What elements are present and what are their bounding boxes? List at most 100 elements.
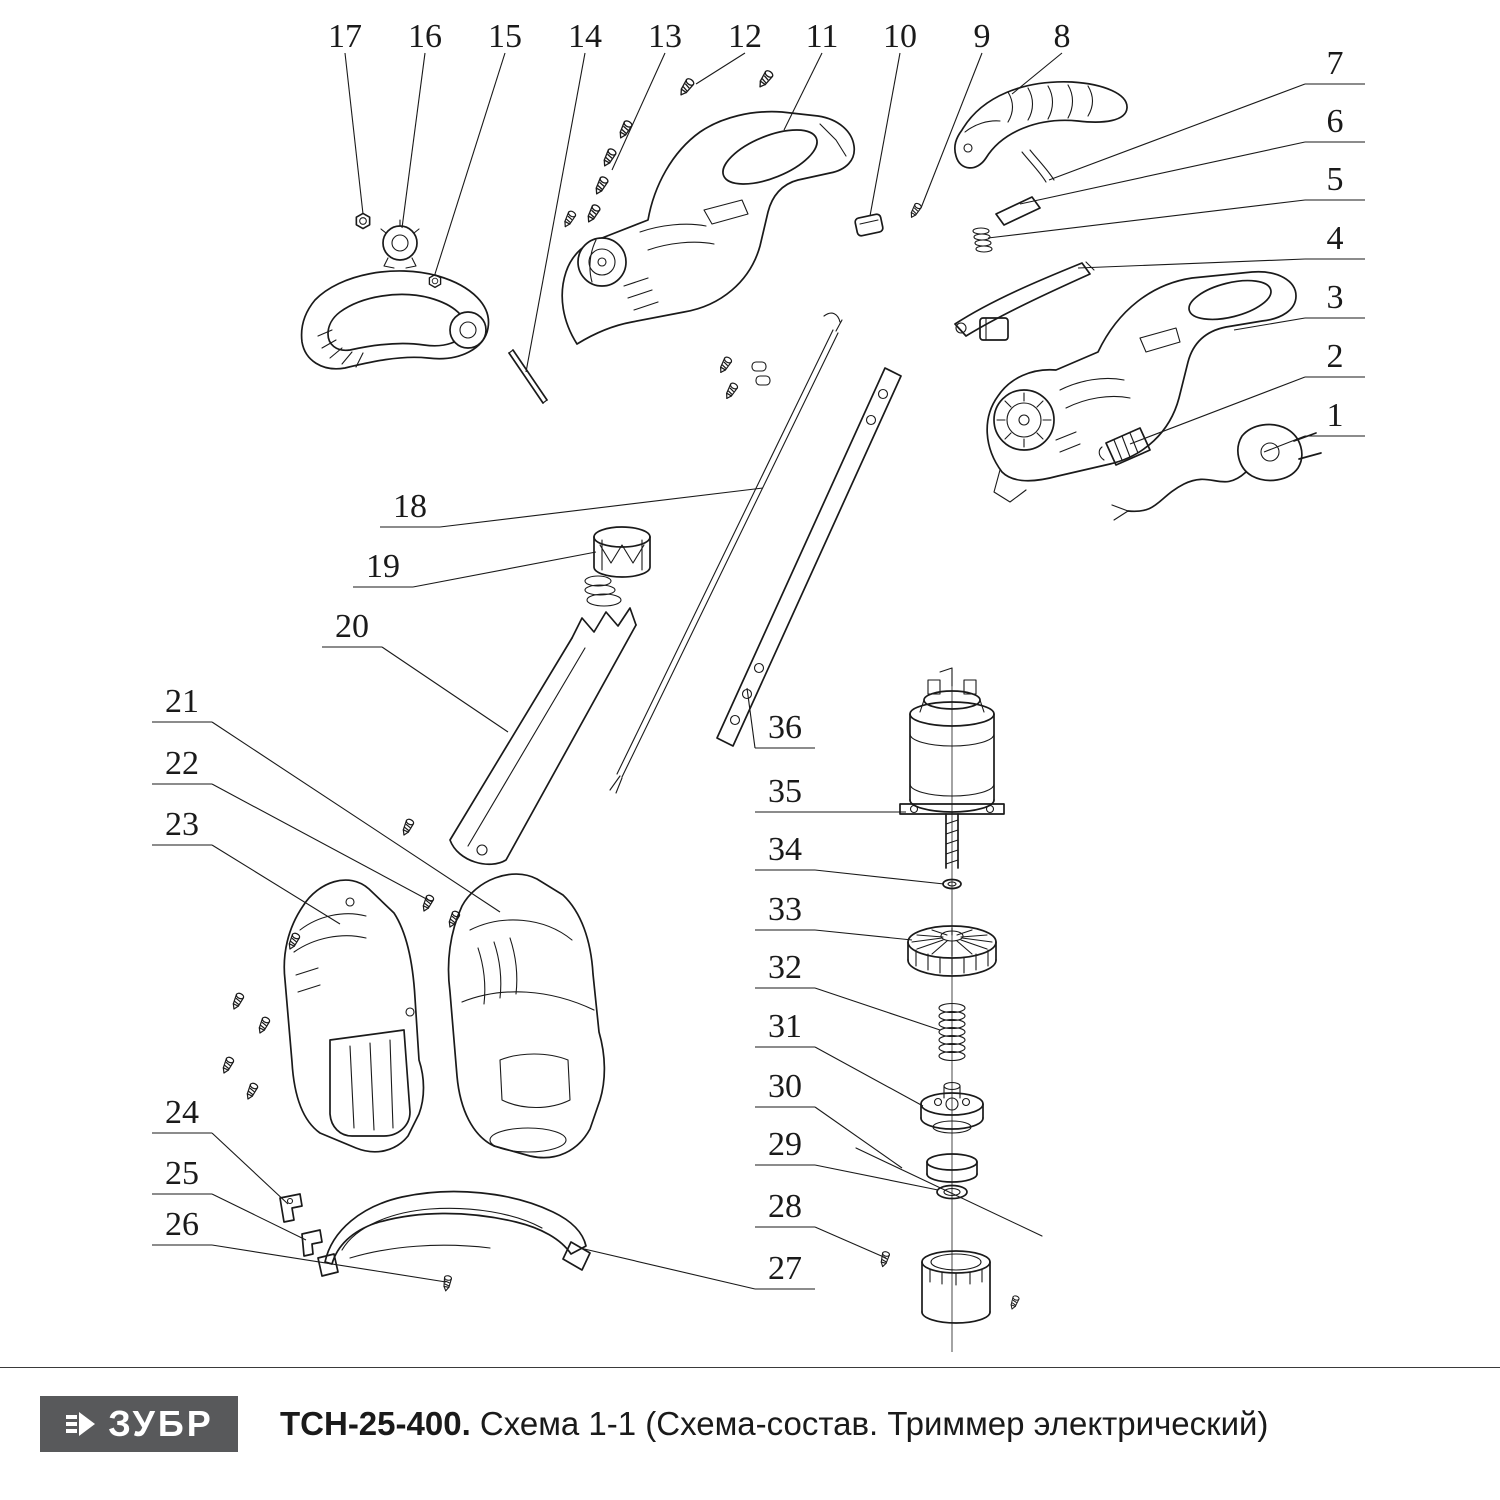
part-screws-mid bbox=[219, 355, 740, 1102]
callout-number: 10 bbox=[883, 18, 917, 55]
part-screw-bottom bbox=[1008, 1294, 1021, 1311]
part-rear-grip bbox=[953, 81, 1128, 169]
callout-number: 12 bbox=[728, 18, 762, 55]
part-switch-block bbox=[979, 317, 1009, 341]
callout-number: 7 bbox=[1327, 45, 1344, 82]
callout-number: 3 bbox=[1327, 279, 1344, 316]
part-right-housing bbox=[986, 270, 1297, 503]
part-aux-handle bbox=[300, 270, 490, 370]
part-pin bbox=[508, 349, 548, 404]
callout-number: 4 bbox=[1327, 220, 1344, 257]
part-clips-small bbox=[751, 361, 771, 386]
callout-number: 21 bbox=[165, 683, 199, 720]
callout-number: 26 bbox=[165, 1206, 199, 1243]
callout-leader bbox=[746, 687, 756, 749]
part-inner-cable bbox=[609, 319, 843, 794]
callout-number: 6 bbox=[1327, 103, 1344, 140]
part-spool-holder bbox=[920, 1081, 984, 1134]
footer-divider bbox=[0, 1367, 1500, 1368]
callout-leader bbox=[1263, 435, 1306, 453]
part-coupling-nut bbox=[593, 526, 651, 578]
exploded-diagram: 1716151413121110987654321181920212223242… bbox=[152, 18, 1365, 1352]
callout-leader bbox=[1233, 317, 1306, 331]
callout-number: 22 bbox=[165, 745, 199, 782]
callout-leader bbox=[814, 987, 941, 1031]
callout-number: 20 bbox=[335, 608, 369, 645]
callout-leader bbox=[525, 52, 586, 373]
part-spring-small bbox=[972, 227, 993, 253]
callout-leader bbox=[869, 52, 901, 217]
callout-number: 14 bbox=[568, 18, 602, 55]
callout-number: 27 bbox=[768, 1250, 802, 1287]
callout-leader bbox=[434, 52, 506, 275]
callout-leader bbox=[814, 869, 945, 885]
callout-number: 5 bbox=[1327, 161, 1344, 198]
callout-number: 23 bbox=[165, 806, 199, 843]
part-ring bbox=[936, 1184, 968, 1200]
callout-leader bbox=[412, 551, 597, 588]
callout-leader bbox=[401, 52, 426, 229]
callout-leader bbox=[1019, 141, 1306, 205]
callout-number: 30 bbox=[768, 1068, 802, 1105]
callout-leader bbox=[344, 52, 364, 215]
callout-leader bbox=[920, 52, 983, 209]
callout-leader bbox=[211, 783, 433, 903]
callout-number: 8 bbox=[1054, 18, 1071, 55]
callout-leader bbox=[814, 1226, 887, 1259]
callout-number: 15 bbox=[488, 18, 522, 55]
callout-leader bbox=[579, 1247, 756, 1290]
callout-number: 24 bbox=[165, 1094, 199, 1131]
callout-number: 28 bbox=[768, 1188, 802, 1225]
callout-leader bbox=[211, 844, 341, 925]
part-head-housing-right bbox=[447, 873, 606, 1159]
part-spring bbox=[938, 1002, 966, 1062]
part-motor bbox=[899, 667, 1005, 869]
part-spool-line bbox=[855, 1147, 1043, 1237]
callout-number: 9 bbox=[974, 18, 991, 55]
part-main-housing bbox=[561, 110, 856, 345]
part-clamp-ring bbox=[380, 219, 420, 269]
callout-leader bbox=[814, 1164, 939, 1191]
part-guard bbox=[317, 1190, 591, 1277]
part-screw-28 bbox=[878, 1250, 891, 1269]
callout-number: 33 bbox=[768, 891, 802, 928]
part-flange-nut bbox=[428, 273, 442, 289]
part-screw-9 bbox=[907, 201, 923, 220]
callout-leader bbox=[814, 929, 913, 941]
callout-leader bbox=[211, 721, 501, 913]
part-wire-connector bbox=[995, 149, 1055, 226]
callout-number: 32 bbox=[768, 949, 802, 986]
callout-leader bbox=[783, 52, 823, 131]
part-head-cup bbox=[921, 1250, 991, 1324]
callout-leader bbox=[1077, 258, 1306, 269]
callout-leader bbox=[211, 1193, 307, 1241]
callout-number: 29 bbox=[768, 1126, 802, 1163]
part-shaft-bar bbox=[716, 367, 902, 747]
footer: ЗУБР ТСН-25-400. Схема 1-1 (Схема-состав… bbox=[40, 1396, 1268, 1452]
brand-logo-text: ЗУБР bbox=[108, 1403, 214, 1444]
part-head-housing-left bbox=[283, 879, 425, 1153]
callout-number: 25 bbox=[165, 1155, 199, 1192]
model-number: ТСН-25-400. bbox=[280, 1405, 471, 1442]
callout-leader bbox=[439, 487, 764, 528]
diagram-caption: Схема 1-1 (Схема-состав. Триммер электри… bbox=[479, 1405, 1269, 1442]
part-switch-button bbox=[854, 213, 884, 237]
callout-number: 16 bbox=[408, 18, 442, 55]
brand-logo-icon bbox=[66, 1412, 96, 1436]
brand-logo: ЗУБР bbox=[40, 1396, 238, 1452]
callout-number: 34 bbox=[768, 831, 802, 868]
part-bracket-a bbox=[279, 1193, 303, 1223]
callout-leader bbox=[814, 1046, 924, 1107]
callout-number: 35 bbox=[768, 773, 802, 810]
callout-number: 18 bbox=[393, 488, 427, 525]
callout-number: 36 bbox=[768, 709, 802, 746]
callout-number: 1 bbox=[1327, 397, 1344, 434]
callout-leader bbox=[1048, 83, 1306, 181]
callout-leader bbox=[211, 1244, 447, 1283]
part-fan bbox=[907, 925, 997, 977]
callout-number: 17 bbox=[328, 18, 362, 55]
callout-number: 13 bbox=[648, 18, 682, 55]
callout-leader bbox=[211, 1132, 289, 1205]
